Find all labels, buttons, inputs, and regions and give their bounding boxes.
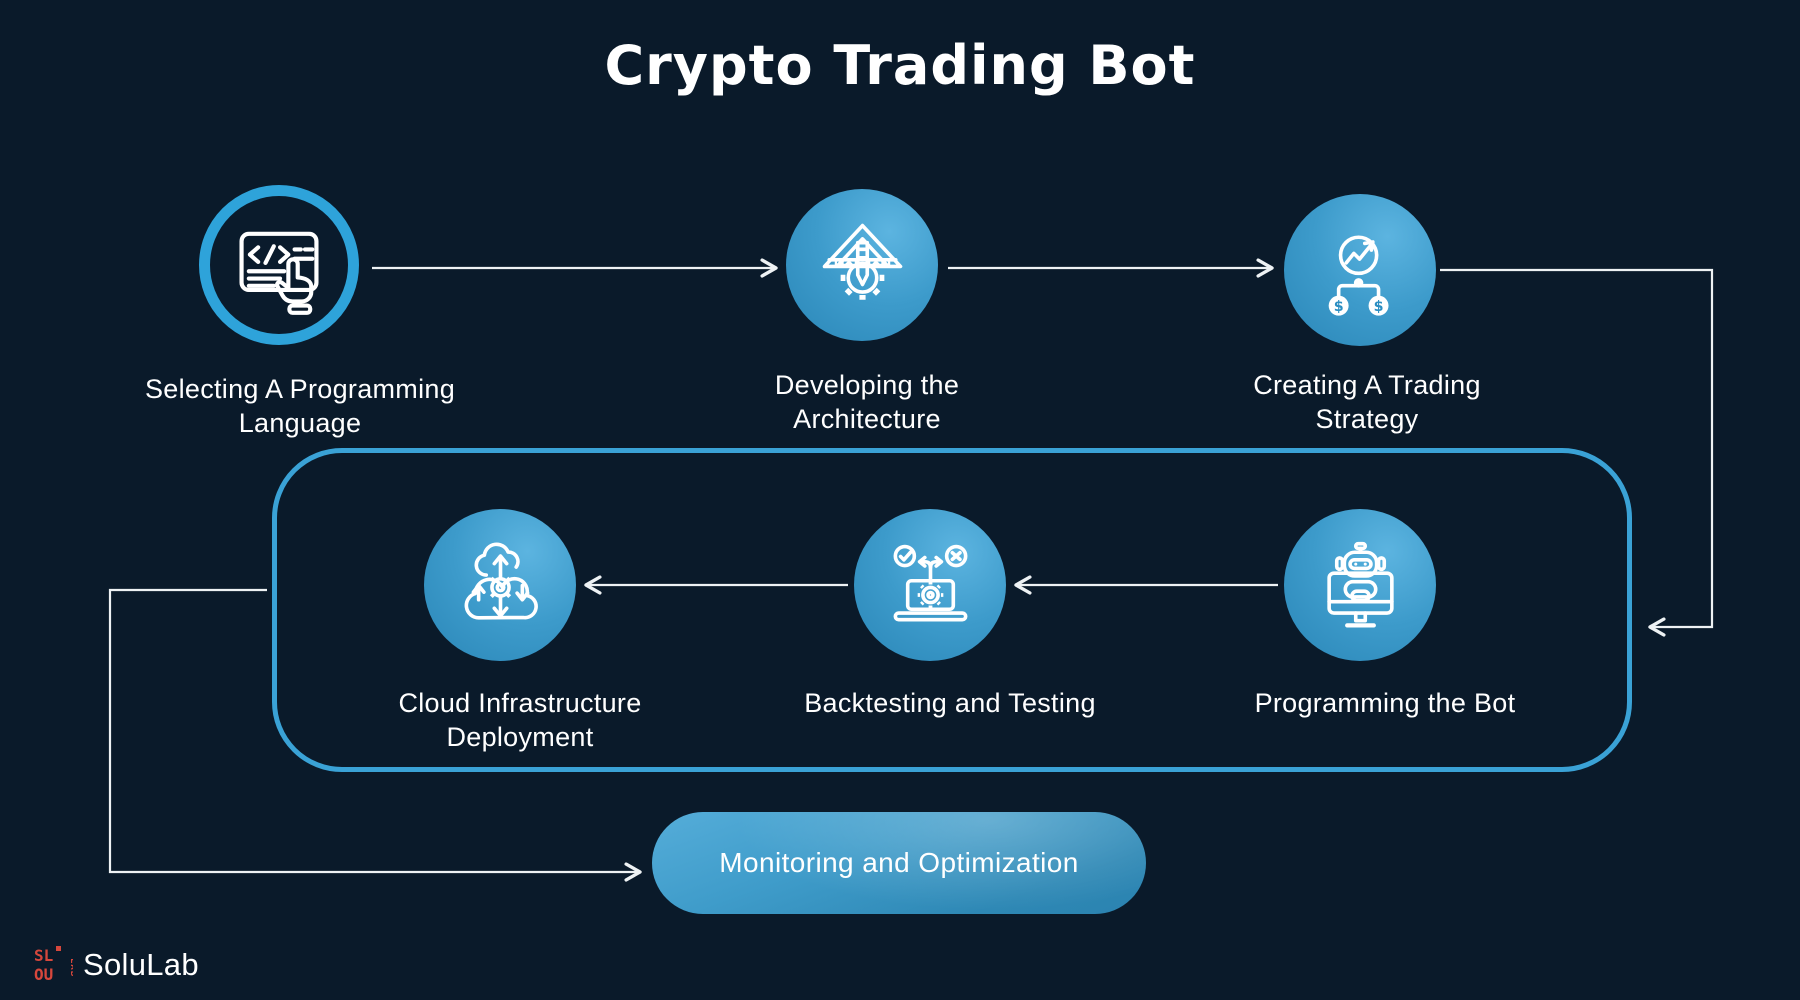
step-node-programming-bot bbox=[1284, 509, 1436, 661]
step-label-selecting-language: Selecting A Programming Language bbox=[144, 374, 456, 438]
step-node-trading-strategy: $ $ bbox=[1284, 194, 1436, 346]
loop-boundary-box bbox=[272, 448, 1632, 772]
step-node-backtesting bbox=[854, 509, 1006, 661]
architecture-icon bbox=[822, 223, 902, 300]
step-label-developing-architecture: Developing the Architecture bbox=[774, 370, 960, 434]
trading-strategy-icon: $ $ bbox=[1328, 234, 1389, 316]
step-node-monitoring: Monitoring and Optimization bbox=[652, 812, 1146, 914]
svg-text:$: $ bbox=[1373, 298, 1383, 314]
step-label-monitoring: Monitoring and Optimization bbox=[719, 847, 1079, 878]
solulab-mark-icon: SL OU LAB bbox=[34, 946, 73, 984]
step-label-cloud-deployment: Cloud Infrastructure Deployment bbox=[398, 688, 642, 752]
svg-text:LAB: LAB bbox=[68, 958, 73, 977]
step-label-programming-bot: Programming the Bot bbox=[1254, 688, 1516, 718]
svg-text:$: $ bbox=[1333, 298, 1343, 314]
step-label-backtesting: Backtesting and Testing bbox=[804, 688, 1096, 718]
brand-logo: SL OU LAB SoluLab bbox=[33, 944, 199, 986]
step-node-selecting-language bbox=[199, 185, 359, 345]
svg-text:SL: SL bbox=[34, 946, 53, 965]
cloud-deployment-icon bbox=[464, 542, 538, 620]
step-node-developing-architecture bbox=[786, 189, 938, 341]
step-node-cloud-deployment bbox=[424, 509, 576, 661]
step-label-trading-strategy: Creating A Trading Strategy bbox=[1253, 370, 1481, 434]
page-title: Crypto Trading Bot bbox=[604, 34, 1196, 97]
brand-name: SoluLab bbox=[83, 947, 199, 982]
backtesting-icon bbox=[893, 544, 967, 622]
code-select-icon bbox=[239, 231, 319, 315]
bot-monitor-icon bbox=[1326, 541, 1394, 628]
svg-text:OU: OU bbox=[34, 965, 53, 984]
